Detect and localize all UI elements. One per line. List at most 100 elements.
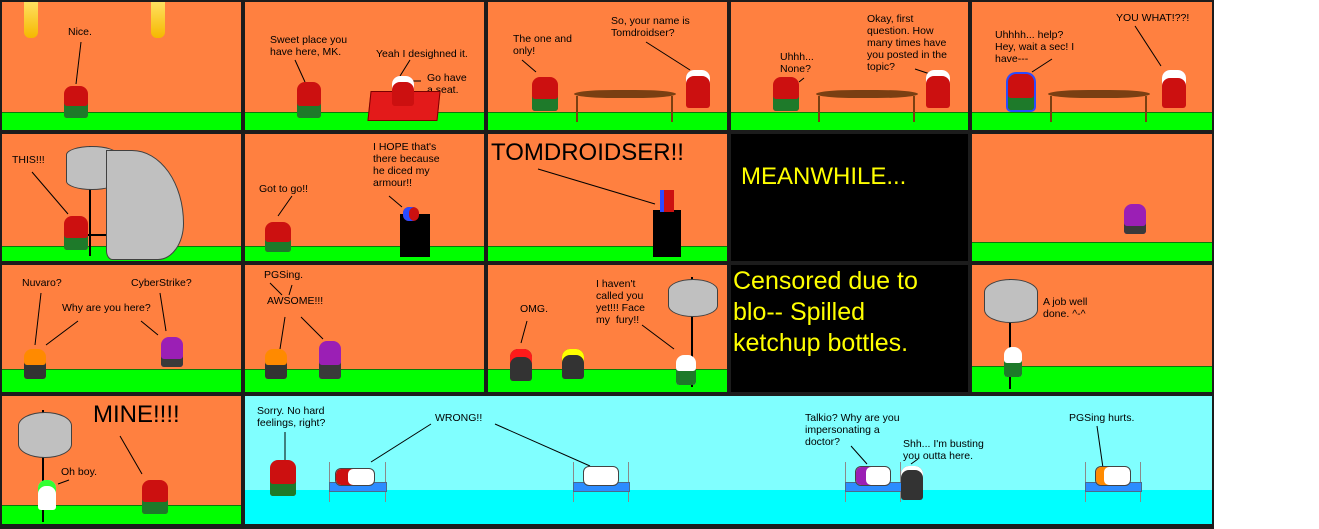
speech-text: Go have a seat. xyxy=(427,72,467,96)
axe-head-icon xyxy=(984,279,1038,323)
red-robot-character xyxy=(270,460,296,496)
speech-tail xyxy=(277,195,403,217)
red-robot-character-seated xyxy=(1008,74,1034,110)
speech-text: Why are you here? xyxy=(62,302,151,314)
panel-10 xyxy=(972,134,1212,261)
grass xyxy=(2,505,241,524)
panel-1: Nice. xyxy=(2,2,241,130)
axe-head-icon xyxy=(668,279,718,317)
speech-text: Talkio? Why are you impersonating a doct… xyxy=(805,412,900,448)
panel-3: The one and only! So, your name is Tomdr… xyxy=(488,2,727,130)
speech-tail xyxy=(537,168,656,205)
red-robot-character-seated xyxy=(532,77,558,111)
speech-text: Uhhhh... help? Hey, wait a sec! I have--… xyxy=(995,29,1075,65)
panel-7: Got to go!! I HOPE that's there because … xyxy=(245,134,484,261)
speech-tail xyxy=(294,59,421,83)
speech-tail xyxy=(521,41,691,73)
speech-text: So, your name is Tomdroidser? xyxy=(611,15,690,39)
speech-text: OMG. xyxy=(520,303,548,315)
speech-text: AWSOME!!! xyxy=(267,295,324,307)
grass xyxy=(2,112,241,130)
speech-text: The one and only! xyxy=(513,33,572,57)
speech-text: WRONG!! xyxy=(435,412,483,424)
speech-tail xyxy=(284,423,1104,469)
purple-robot-character xyxy=(161,337,183,367)
white-robot-character xyxy=(1004,347,1022,377)
red-robot-character-seated xyxy=(686,70,710,108)
red-robot-character-seated xyxy=(392,76,414,106)
speech-text: Sorry. No hard feelings, right? xyxy=(257,405,326,429)
speech-text: Got to go!! xyxy=(259,183,309,195)
speech-text: CyberStrike? xyxy=(131,277,192,289)
purple-robot-character xyxy=(562,349,584,379)
speech-text: Nuvaro? xyxy=(22,277,62,289)
speech-text: Sweet place you have here, MK. xyxy=(270,34,348,58)
purple-robot-character xyxy=(1124,204,1146,234)
bandaged-patient xyxy=(583,466,619,486)
speech-text: A job well done. ^-^ xyxy=(1043,296,1088,320)
red-robot-character-seated xyxy=(1162,70,1186,108)
caption-text: Censored due to blo-- Spilled ketchup bo… xyxy=(733,267,918,357)
speech-tail xyxy=(75,41,82,85)
chandelier-icon xyxy=(24,2,38,38)
red-robot-character xyxy=(64,216,88,250)
white-robot-character xyxy=(676,355,696,385)
speech-text: THIS!!! xyxy=(12,154,45,166)
panel-6: THIS!!! xyxy=(2,134,241,261)
table xyxy=(574,90,676,98)
table xyxy=(816,90,918,98)
grass xyxy=(972,112,1212,130)
red-robot-character xyxy=(142,480,168,514)
panel-14: Censored due to blo-- Spilled ketchup bo… xyxy=(731,265,968,392)
white-robot-character xyxy=(38,480,56,510)
chandelier-icon xyxy=(151,2,165,38)
black-robot-character xyxy=(510,349,532,381)
black-box xyxy=(653,210,681,257)
black-box xyxy=(400,214,430,257)
speech-text: Uhhh... None? xyxy=(780,51,814,75)
purple-robot-character xyxy=(319,341,341,379)
grass xyxy=(2,369,241,392)
bandaged-patient xyxy=(855,466,891,486)
red-robot-character xyxy=(64,86,88,118)
speech-text: PGSing. xyxy=(264,269,304,281)
bandaged-patient xyxy=(1095,466,1131,486)
robot-head-in-box xyxy=(403,207,419,221)
red-robot-character xyxy=(265,222,291,252)
speech-tail xyxy=(269,282,324,350)
speech-tail xyxy=(798,68,931,83)
panel-13: OMG. I haven't called you yet!!! Face my… xyxy=(488,265,727,392)
grass xyxy=(245,369,484,392)
shout-text: TOMDROIDSER!! xyxy=(491,139,684,166)
panel-12: PGSing. AWSOME!!! xyxy=(245,265,484,392)
orange-robot-character xyxy=(24,349,46,379)
doctor-robot-character xyxy=(901,466,923,500)
panel-11: Nuvaro? CyberStrike? Why are you here? xyxy=(2,265,241,392)
speech-tail xyxy=(1031,25,1162,73)
red-robot-character-seated xyxy=(926,70,950,108)
shout-text: MINE!!!! xyxy=(93,401,180,428)
panel-16: MINE!!!! Oh boy. xyxy=(2,396,241,524)
orange-robot-character xyxy=(265,349,287,379)
table xyxy=(1048,90,1150,98)
grass xyxy=(488,369,727,392)
comic-strip: Nice. Sweet place you have here, MK. Yea… xyxy=(0,0,1214,529)
speech-text: Okay, first question. How many times hav… xyxy=(867,13,947,73)
speech-text: PGSing hurts. xyxy=(1069,412,1135,424)
hospital-floor xyxy=(245,490,1212,524)
panel-5: Uhhhh... help? Hey, wait a sec! I have--… xyxy=(972,2,1212,130)
speech-text: Shh... I'm busting you outta here. xyxy=(903,438,984,462)
grass xyxy=(972,242,1212,261)
speech-tail xyxy=(34,292,167,346)
speech-text: YOU WHAT!??! xyxy=(1116,12,1190,24)
panel-4: Uhhh... None? Okay, first question. How … xyxy=(731,2,968,130)
grass xyxy=(731,112,968,130)
grass xyxy=(488,112,727,130)
panel-15: A job well done. ^-^ xyxy=(972,265,1212,392)
speech-text: I haven't called you yet!!! Face my fury… xyxy=(596,278,646,326)
red-robot-character-seated xyxy=(773,77,799,111)
speech-text: I HOPE that's there because he diced my … xyxy=(373,141,440,189)
panel-8: TOMDROIDSER!! xyxy=(488,134,727,261)
caption-text: MEANWHILE... xyxy=(741,163,907,190)
red-robot-character xyxy=(297,82,321,118)
